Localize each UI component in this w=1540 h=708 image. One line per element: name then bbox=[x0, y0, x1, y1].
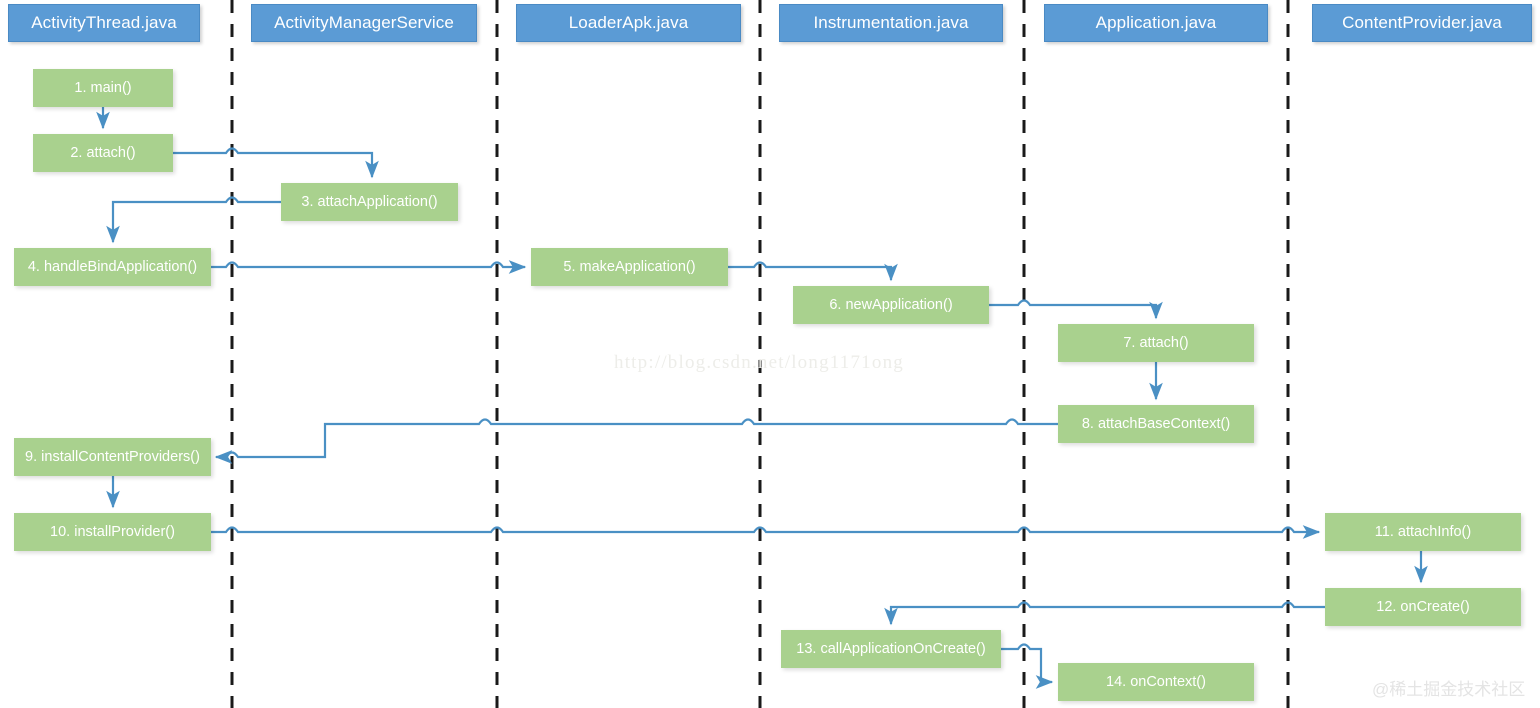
message-box-7-attach[interactable]: 7. attach() bbox=[1058, 324, 1254, 362]
flow-13-to-14 bbox=[1001, 643, 1054, 689]
watermark-url: http://blog.csdn.net/long1171ong bbox=[614, 352, 904, 373]
message-label: 2. attach() bbox=[70, 145, 136, 161]
lifeline-header-contentprovider[interactable]: ContentProvider.java bbox=[1312, 4, 1532, 42]
message-label: 5. makeApplication() bbox=[563, 259, 696, 275]
message-label: 3. attachApplication() bbox=[301, 194, 438, 210]
lifeline-header-label: Application.java bbox=[1095, 13, 1217, 32]
message-label: 1. main() bbox=[74, 80, 132, 96]
flow-10-to-11 bbox=[211, 525, 1321, 539]
flow-12-to-13 bbox=[884, 601, 1325, 626]
lifeline-header-ams[interactable]: ActivityManagerService bbox=[251, 4, 477, 42]
watermark-brand: @稀土掘金技术社区 bbox=[1372, 680, 1526, 699]
flow-3-to-4 bbox=[106, 196, 281, 244]
flow-6-to-7 bbox=[989, 299, 1163, 320]
message-box-12-oncreate[interactable]: 12. onCreate() bbox=[1325, 588, 1521, 626]
flow-8-to-9 bbox=[214, 418, 1058, 464]
lifeline-header-instrumentation[interactable]: Instrumentation.java bbox=[779, 4, 1003, 42]
message-label: 7. attach() bbox=[1123, 335, 1189, 351]
message-box-8-attachbasecontext[interactable]: 8. attachBaseContext() bbox=[1058, 405, 1254, 443]
message-box-5-makeapplication[interactable]: 5. makeApplication() bbox=[531, 248, 728, 286]
message-box-2-attach[interactable]: 2. attach() bbox=[33, 134, 173, 172]
message-label: 9. installContentProviders() bbox=[25, 449, 200, 465]
message-box-4-handlebindapplication[interactable]: 4. handleBindApplication() bbox=[14, 248, 211, 286]
message-box-9-installcontentproviders[interactable]: 9. installContentProviders() bbox=[14, 438, 211, 476]
message-box-13-callapplicationoncreate[interactable]: 13. callApplicationOnCreate() bbox=[781, 630, 1001, 668]
message-label: 13. callApplicationOnCreate() bbox=[796, 641, 986, 657]
message-label: 11. attachInfo() bbox=[1374, 524, 1472, 540]
message-label: 14. onContext() bbox=[1106, 674, 1206, 690]
message-label: 4. handleBindApplication() bbox=[27, 259, 198, 275]
message-box-11-attachinfo[interactable]: 11. attachInfo() bbox=[1325, 513, 1521, 551]
message-box-14-oncontext[interactable]: 14. onContext() bbox=[1058, 663, 1254, 701]
lifeline-header-label: Instrumentation.java bbox=[813, 13, 969, 32]
lifeline-header-label: ContentProvider.java bbox=[1342, 13, 1502, 32]
lifeline-header-loaderapk[interactable]: LoaderApk.java bbox=[516, 4, 741, 42]
lifeline-header-label: ActivityManagerService bbox=[274, 13, 454, 32]
lifeline-header-application[interactable]: Application.java bbox=[1044, 4, 1268, 42]
message-box-10-installprovider[interactable]: 10. installProvider() bbox=[14, 513, 211, 551]
message-label: 6. newApplication() bbox=[829, 297, 953, 313]
message-label: 8. attachBaseContext() bbox=[1081, 416, 1231, 432]
lifeline-header-label: ActivityThread.java bbox=[31, 13, 177, 32]
flow-4-to-5 bbox=[211, 260, 527, 274]
lifeline-header-activitythread[interactable]: ActivityThread.java bbox=[8, 4, 200, 42]
flow-2-to-3 bbox=[173, 147, 379, 179]
flow-5-to-6 bbox=[728, 261, 898, 282]
lifeline-header-label: LoaderApk.java bbox=[568, 13, 689, 32]
message-box-6-newapplication[interactable]: 6. newApplication() bbox=[793, 286, 989, 324]
message-box-1-main[interactable]: 1. main() bbox=[33, 69, 173, 107]
message-label: 12. onCreate() bbox=[1376, 599, 1470, 615]
message-box-3-attachapplication[interactable]: 3. attachApplication() bbox=[281, 183, 458, 221]
message-label: 10. installProvider() bbox=[50, 524, 175, 540]
